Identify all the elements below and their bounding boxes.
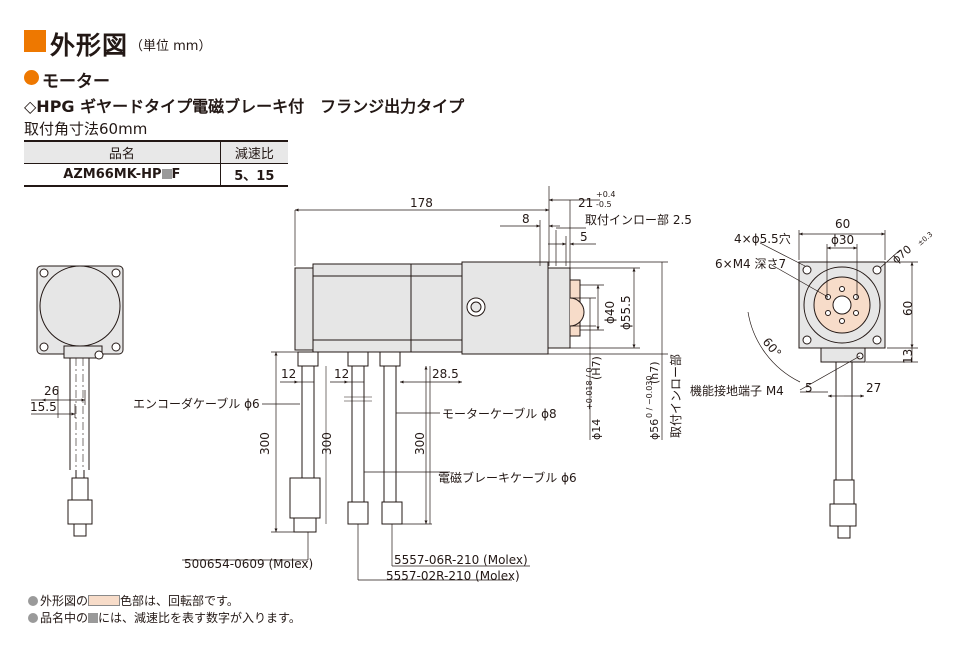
callout-holes: 4×ϕ5.5穴 xyxy=(734,231,791,246)
rotating-color-swatch xyxy=(88,595,121,606)
callout-taps: 6×M4 深さ7 xyxy=(715,257,786,271)
dim-front-13: 13 xyxy=(901,349,915,364)
section-marker xyxy=(24,70,39,85)
front-view xyxy=(798,261,886,539)
note-rotating: 外形図の 色部は、回転部です。 xyxy=(28,592,239,609)
mount-size: 取付角寸法60mm xyxy=(24,120,148,138)
section-title: モーター xyxy=(42,72,110,92)
callout-ground: 機能接地端子 M4 xyxy=(690,383,784,398)
note-bullet xyxy=(28,613,38,623)
spec-header-model: 品名 xyxy=(24,140,221,164)
callout-angle: 60° xyxy=(760,335,784,360)
dim-front-30: ϕ30 xyxy=(831,233,854,247)
spec-table: 品名 減速比 AZM66MK-HP F 5、15 xyxy=(24,140,288,187)
product-line: ◇HPG ギヤードタイプ電磁ブレーキ付 フランジ出力タイプ xyxy=(24,97,465,116)
dim-dia56: ϕ56 xyxy=(648,419,661,440)
dim-dia40: ϕ40 xyxy=(603,301,617,324)
dim-300c: 300 xyxy=(413,432,427,455)
callout-motor-cable: モーターケーブル ϕ8 xyxy=(442,406,557,421)
ratio-box-swatch xyxy=(88,613,99,623)
dim-front-5: 5 xyxy=(805,381,813,395)
callout-conn-motor: 5557-06R-210 (Molex) xyxy=(394,553,528,567)
side-cables xyxy=(289,366,403,533)
dim-178: 178 xyxy=(410,196,433,210)
note2-text-a: 品名中の xyxy=(40,611,89,625)
dim-dia14: ϕ14 xyxy=(590,419,603,440)
left-dims xyxy=(31,386,86,418)
dim-left-15: 15.5 xyxy=(30,400,57,414)
dim-front-60h: 60 xyxy=(901,301,915,316)
dim-5: 5 xyxy=(580,230,588,244)
spec-header-row: 品名 減速比 xyxy=(24,140,288,164)
note1-text-a: 外形図の xyxy=(40,594,89,608)
note1-text-b: 色部は、回転部です。 xyxy=(120,594,239,608)
dim-dia55: ϕ55.5 xyxy=(619,295,633,330)
callout-pcd: ϕ70 xyxy=(890,243,915,267)
side-dims xyxy=(182,186,668,581)
dim-12a: 12 xyxy=(281,367,296,381)
dim-dia56-tol: 0 / −0.030 xyxy=(645,376,654,418)
callout-pcd-tol: ±0.3 xyxy=(916,230,934,247)
dim-dia14-fit: (H7) xyxy=(590,356,603,380)
dim-12b: 12 xyxy=(334,367,349,381)
note2-text-b: には、減速比を表す数字が入ります。 xyxy=(98,611,301,625)
side-view xyxy=(294,261,585,367)
dim-dia14-tol: +0.018 / 0 xyxy=(585,368,594,410)
page-title: 外形図 xyxy=(50,31,129,60)
dim-300a: 300 xyxy=(258,432,272,455)
dim-21-tol-up: +0.4 xyxy=(596,190,615,199)
heading-marker xyxy=(24,30,46,52)
note-bullet xyxy=(28,596,38,606)
dim-inro-depth: 取付インロー部 2.5 xyxy=(585,212,692,227)
model-suffix: F xyxy=(171,167,181,182)
dim-dia56-fit: (h7) xyxy=(648,361,661,384)
dim-8: 8 xyxy=(522,212,530,226)
dim-300b: 300 xyxy=(320,432,334,455)
callout-conn-encoder: 500654-0609 (Molex) xyxy=(184,557,313,571)
callout-encoder-cable: エンコーダケーブル ϕ6 xyxy=(133,396,260,411)
spec-header-ratio: 減速比 xyxy=(219,140,288,164)
dim-front-27: 27 xyxy=(866,381,881,395)
left-view xyxy=(36,265,124,537)
callout-conn-brake: 5557-02R-210 (Molex) xyxy=(386,569,520,583)
dim-28: 28.5 xyxy=(432,367,459,381)
dim-inro-label: 取付インロー部 xyxy=(668,354,683,438)
dim-21: 21 xyxy=(578,196,593,210)
spec-row: AZM66MK-HP F 5、15 xyxy=(24,163,288,187)
callout-brake-cable: 電磁ブレーキケーブル ϕ6 xyxy=(438,470,577,485)
dim-21-tol-low: -0.5 xyxy=(596,200,612,209)
ratio-placeholder-box xyxy=(161,169,172,179)
unit-label: （単位 mm） xyxy=(130,39,212,54)
dim-left-26: 26 xyxy=(44,384,59,398)
note-ratio: 品名中のには、減速比を表す数字が入ります。 xyxy=(28,609,301,626)
spec-model-cell: AZM66MK-HP F xyxy=(24,163,221,187)
front-dims xyxy=(747,230,918,398)
spec-ratio-cell: 5、15 xyxy=(219,163,288,187)
model-prefix: AZM66MK-HP xyxy=(63,167,162,182)
dim-front-60w: 60 xyxy=(835,217,850,231)
